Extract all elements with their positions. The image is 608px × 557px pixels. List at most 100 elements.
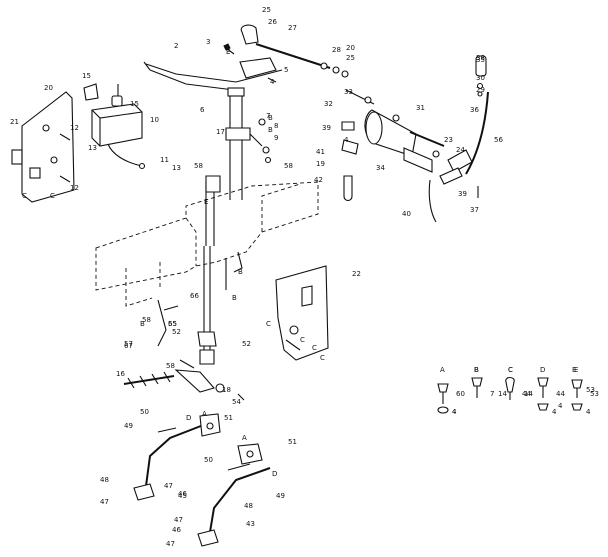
callout-58: 58 bbox=[166, 362, 175, 370]
callout-22: 22 bbox=[352, 270, 361, 278]
callout-47: 47 bbox=[100, 498, 109, 506]
callout-58: 58 bbox=[194, 162, 203, 170]
callout-39: 39 bbox=[322, 124, 331, 132]
callout-35: 35 bbox=[476, 56, 485, 64]
letter-B: B bbox=[232, 294, 237, 302]
callout-48: 48 bbox=[100, 476, 109, 484]
callout-42: 42 bbox=[314, 176, 323, 184]
callout-48: 48 bbox=[244, 502, 253, 510]
callout-40: 40 bbox=[402, 210, 411, 218]
callout-20: 20 bbox=[44, 84, 53, 92]
letter-C: C bbox=[312, 344, 317, 352]
callout-56: 56 bbox=[494, 136, 503, 144]
letter-D: D bbox=[272, 470, 277, 478]
callout-36: 36 bbox=[470, 106, 479, 114]
callout-46: 46 bbox=[172, 526, 181, 534]
letter-E: E bbox=[226, 48, 230, 56]
callout-3: 3 bbox=[206, 38, 210, 46]
callout-20: 20 bbox=[346, 44, 355, 52]
callout-17: 17 bbox=[216, 128, 225, 136]
callout-15: 15 bbox=[82, 72, 91, 80]
callout-4: 4 bbox=[344, 136, 349, 144]
callout-33: 33 bbox=[344, 88, 353, 96]
callout-25: 25 bbox=[262, 6, 271, 14]
letter-C: C bbox=[300, 336, 305, 344]
callout-9: 9 bbox=[274, 134, 278, 142]
callout-31: 31 bbox=[416, 104, 425, 112]
upper-linkage bbox=[143, 24, 349, 91]
letter-B: B bbox=[474, 366, 479, 374]
callout-14: 14 bbox=[498, 390, 507, 398]
legend-sub-D: 4 bbox=[552, 408, 557, 416]
callout-37: 37 bbox=[470, 206, 479, 214]
callout-8: 8 bbox=[274, 122, 278, 130]
middle-rods bbox=[157, 246, 243, 365]
right-assembly bbox=[341, 55, 489, 223]
letter-C: C bbox=[320, 354, 325, 362]
callout-11: 11 bbox=[160, 156, 169, 164]
callout-34: 34 bbox=[376, 164, 385, 172]
letter-E: E bbox=[572, 366, 576, 374]
callout-21: 21 bbox=[10, 118, 19, 126]
callout-54: 54 bbox=[232, 398, 241, 406]
callout-10: 10 bbox=[150, 116, 159, 124]
legend-part-B: 7 bbox=[490, 390, 494, 398]
callout-45: 45 bbox=[178, 492, 187, 500]
legend-key-E: E bbox=[574, 366, 578, 374]
letter-C: C bbox=[22, 192, 27, 200]
callout-41: 41 bbox=[316, 148, 325, 156]
callout-28: 28 bbox=[332, 46, 341, 54]
callout-25: 25 bbox=[346, 54, 355, 62]
vertical-shaft bbox=[205, 87, 272, 246]
callout-4: 4 bbox=[558, 402, 563, 410]
pedal-left bbox=[133, 413, 221, 501]
callout-50: 50 bbox=[140, 408, 149, 416]
frame-outline bbox=[95, 181, 319, 307]
fuel-tank bbox=[83, 83, 146, 170]
callout-47: 47 bbox=[164, 482, 173, 490]
callout-46: 46 bbox=[178, 490, 187, 498]
letter-B: B bbox=[238, 268, 243, 276]
callout-4: 4 bbox=[452, 408, 457, 416]
callout-47: 47 bbox=[174, 516, 183, 524]
callout-16: 16 bbox=[116, 370, 125, 378]
callout-52: 52 bbox=[242, 340, 251, 348]
callout-38: 38 bbox=[476, 54, 485, 62]
callout-57: 57 bbox=[124, 340, 133, 348]
legend-sub-A: 4 bbox=[452, 408, 457, 416]
callout-67: 67 bbox=[124, 342, 133, 350]
legend-key-B: B bbox=[474, 366, 479, 374]
callout-51: 51 bbox=[288, 438, 297, 446]
callout-27: 27 bbox=[288, 24, 297, 32]
left-bracket bbox=[11, 91, 75, 203]
callout-66: 66 bbox=[190, 292, 199, 300]
callout-5: 5 bbox=[284, 66, 288, 74]
callout-19: 19 bbox=[316, 160, 325, 168]
legend-sub-E: 4 bbox=[586, 408, 591, 416]
side-plate bbox=[275, 265, 329, 361]
callout-44: 44 bbox=[522, 390, 531, 398]
letter-B: B bbox=[140, 320, 145, 328]
legend-part-A: 60 bbox=[456, 390, 465, 398]
callout-12: 12 bbox=[70, 184, 79, 192]
callout-13: 13 bbox=[88, 144, 97, 152]
callout-47: 47 bbox=[166, 540, 175, 548]
legend-key-C: C bbox=[508, 366, 513, 374]
legend-part-D: 44 bbox=[556, 390, 565, 398]
callout-32: 32 bbox=[324, 100, 333, 108]
letter-A: A bbox=[242, 434, 247, 442]
callout-4: 4 bbox=[270, 78, 275, 86]
callout-15: 15 bbox=[130, 100, 139, 108]
callout-39: 39 bbox=[458, 190, 467, 198]
hardware-legend bbox=[437, 376, 583, 414]
callout-58: 58 bbox=[284, 162, 293, 170]
callout-55: 55 bbox=[168, 320, 177, 328]
callout-30: 30 bbox=[476, 74, 485, 82]
callout-65: 65 bbox=[168, 320, 177, 328]
callout-51: 51 bbox=[224, 414, 233, 422]
letter-A: A bbox=[202, 410, 207, 418]
